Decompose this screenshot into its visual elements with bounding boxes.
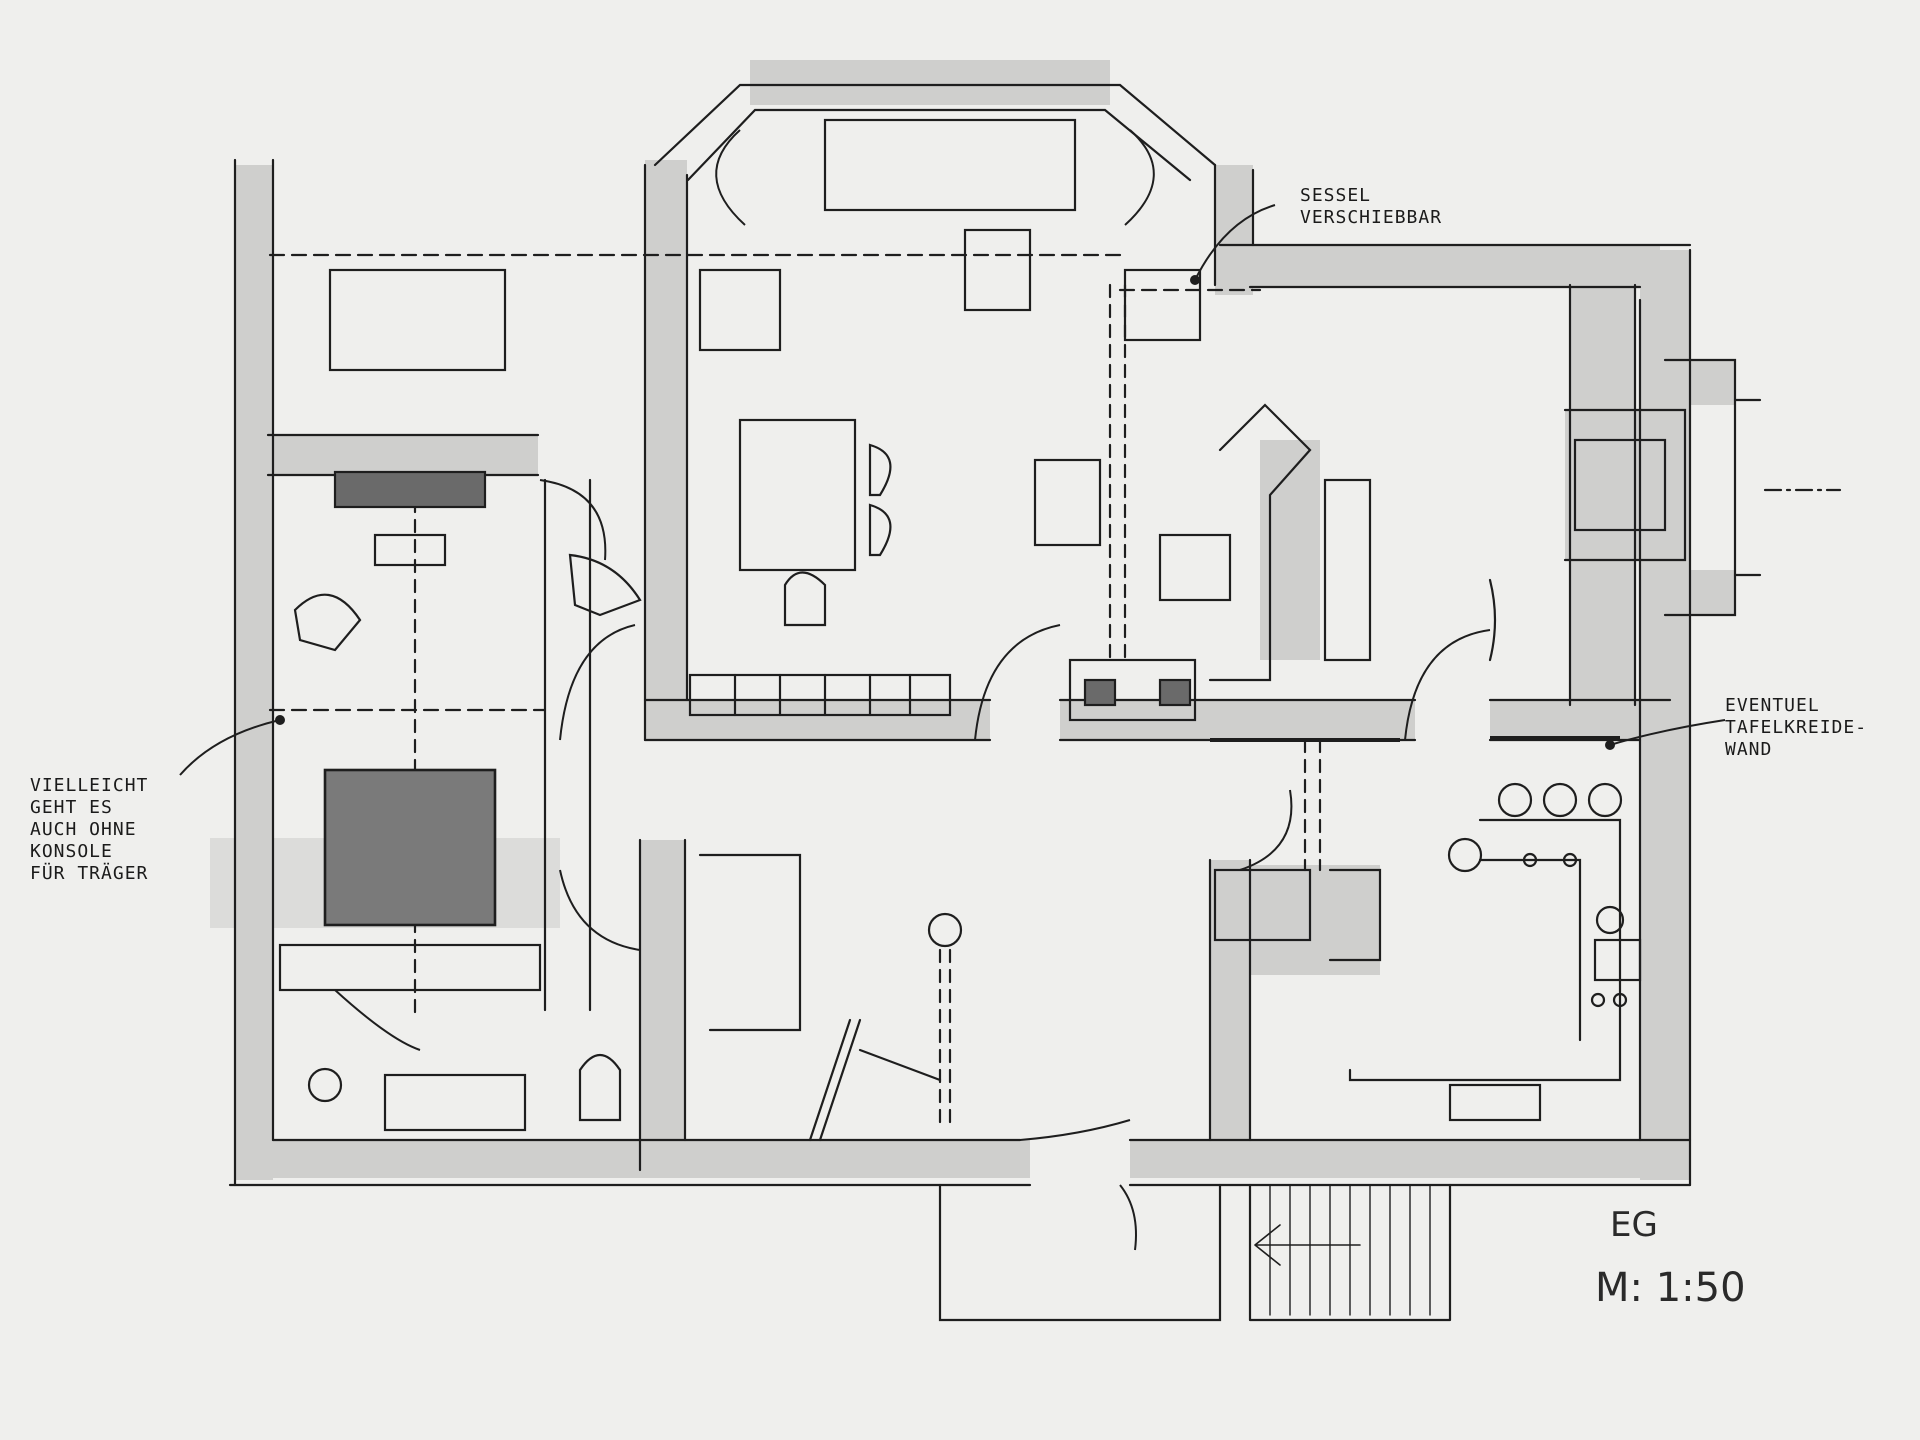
wall-fills bbox=[210, 60, 1735, 1180]
annotation-tafelkreide: EVENTUEL TAFELKREIDE- WAND bbox=[1725, 695, 1867, 761]
door-swings bbox=[334, 129, 1491, 1251]
annotation-sessel: SESSEL VERSCHIEBBAR bbox=[1300, 185, 1442, 229]
annotation-tafel-line2: TAFELKREIDE- bbox=[1725, 717, 1868, 738]
leader-tafel bbox=[1609, 719, 1726, 746]
leader-konsole bbox=[179, 719, 281, 776]
annotation-sessel-line1: SESSEL bbox=[1300, 185, 1372, 206]
wall-outlines bbox=[228, 83, 1842, 1322]
annotation-konsole: VIELLEICHT GEHT ES AUCH OHNE KONSOLE FÜR… bbox=[30, 775, 148, 885]
floor-label: EG bbox=[1610, 1205, 1658, 1245]
annotation-tafel-line1: EVENTUEL bbox=[1725, 695, 1820, 716]
annotation-konsole-line5: FÜR TRÄGER bbox=[30, 863, 149, 884]
annotation-tafel-line3: WAND bbox=[1725, 739, 1773, 760]
leader-sessel bbox=[1194, 204, 1276, 281]
annotation-konsole-line3: AUCH OHNE bbox=[30, 819, 137, 840]
annotation-konsole-line4: KONSOLE bbox=[30, 841, 113, 862]
annotation-konsole-line2: GEHT ES bbox=[30, 797, 113, 818]
annotation-konsole-line1: VIELLEICHT bbox=[30, 775, 149, 796]
leader-lines bbox=[179, 204, 1726, 776]
annotation-sessel-line2: VERSCHIEBBAR bbox=[1300, 207, 1443, 228]
scale-label: M: 1:50 bbox=[1595, 1265, 1746, 1311]
